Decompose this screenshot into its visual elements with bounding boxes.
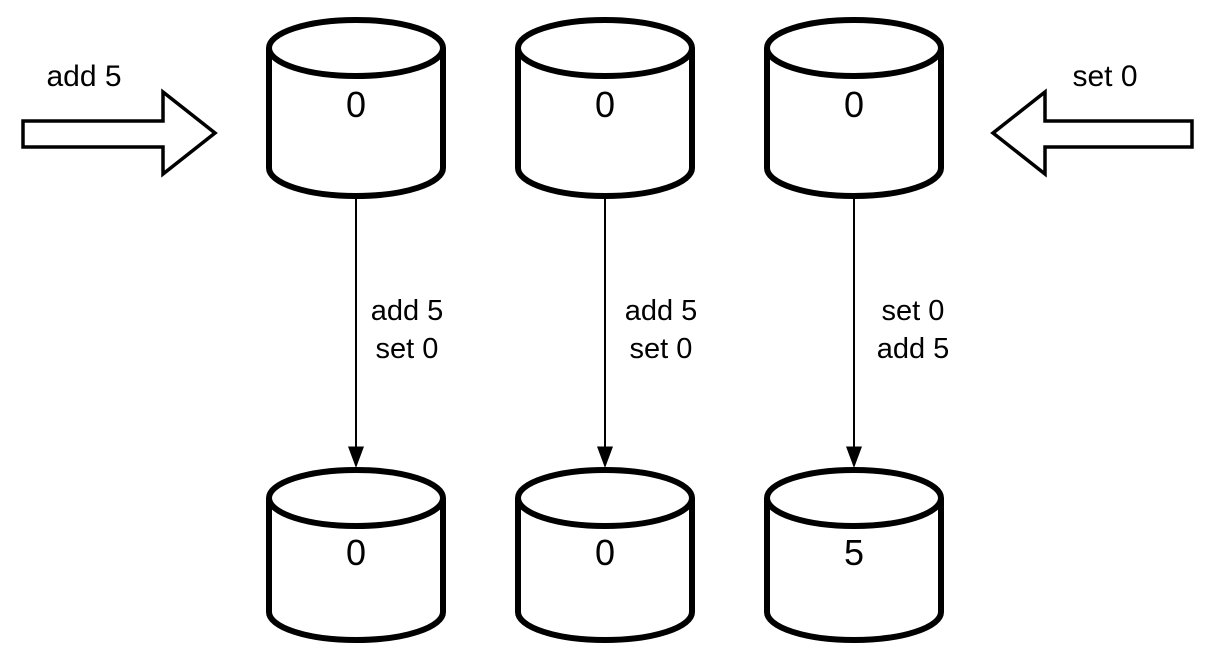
- replica-3-initial-value: 0: [843, 84, 865, 125]
- replica-2-initial-value: 0: [594, 84, 616, 125]
- merge-arrow-2-icon: [597, 196, 613, 468]
- replica-1-final-cylinder-icon: [266, 467, 446, 643]
- merge-arrow-1-label: add 5 set 0: [371, 292, 444, 368]
- merge-arrow-2-op-1: add 5: [624, 295, 698, 327]
- incoming-left-arrow-icon: [21, 88, 218, 178]
- merge-arrow-3-op-2: add 5: [876, 333, 950, 365]
- merge-arrow-2-op-2: set 0: [629, 333, 693, 365]
- merge-arrow-1-op-2: set 0: [375, 333, 439, 365]
- merge-arrow-3-op-1: set 0: [881, 295, 945, 327]
- merge-arrow-1-icon: [348, 196, 364, 468]
- replica-3-initial-cylinder-icon: [764, 17, 944, 199]
- merge-arrow-3-icon: [846, 196, 862, 468]
- incoming-right-label: set 0: [1072, 60, 1138, 93]
- incoming-left-label: add 5: [46, 60, 122, 93]
- replica-2-initial-cylinder-icon: [515, 17, 695, 199]
- replica-2-final-cylinder-icon: [515, 467, 695, 643]
- merge-arrow-1-op-1: add 5: [370, 295, 444, 327]
- replica-3-final-value: 5: [843, 532, 865, 573]
- replica-1-initial-cylinder-icon: [266, 17, 446, 199]
- merge-arrow-3-label: set 0 add 5: [877, 292, 950, 368]
- replica-2-final-value: 0: [594, 532, 616, 573]
- incoming-right-arrow-icon: [990, 88, 1194, 178]
- replica-1-final-value: 0: [345, 532, 367, 573]
- replica-1-initial-value: 0: [345, 84, 367, 125]
- replica-3-final-cylinder-icon: [764, 467, 944, 643]
- merge-arrow-2-label: add 5 set 0: [625, 292, 698, 368]
